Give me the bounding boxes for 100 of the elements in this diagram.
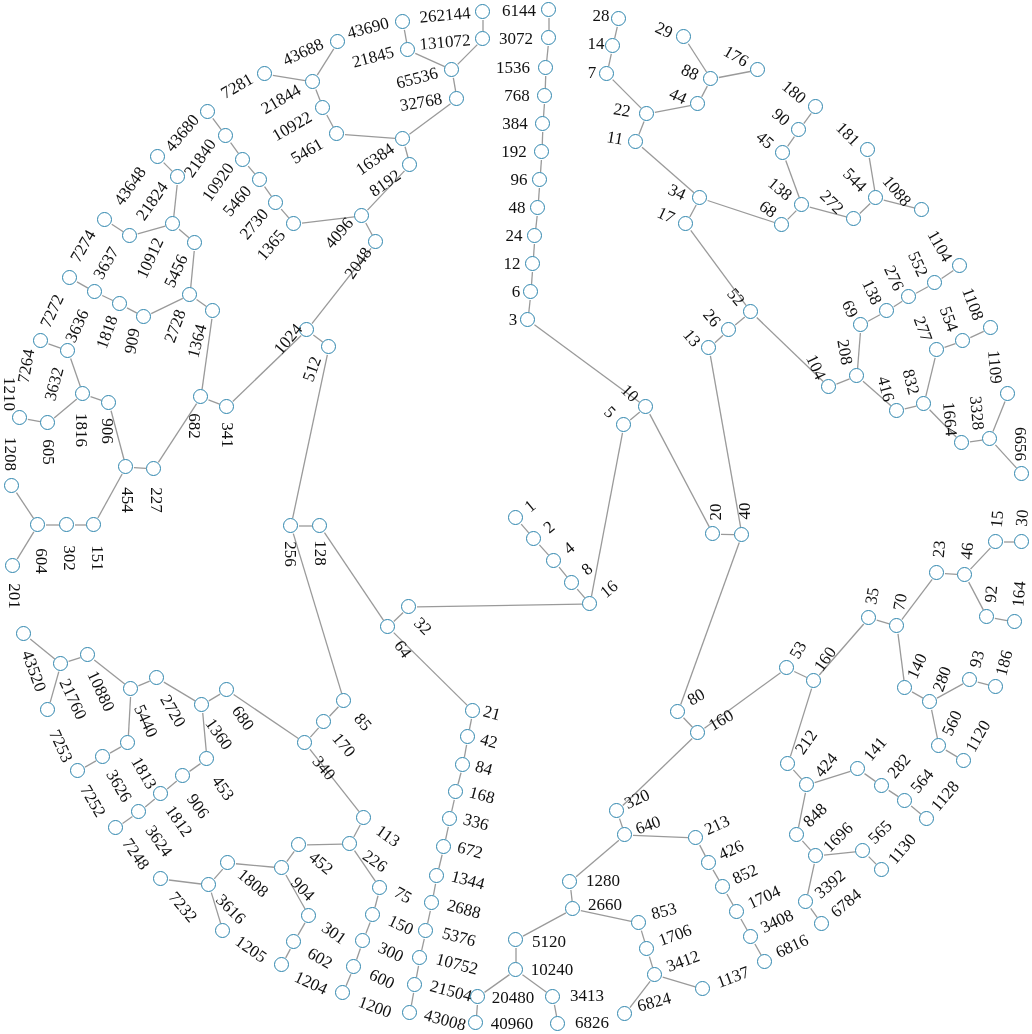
- connector-line: [756, 316, 824, 383]
- connector-line: [901, 578, 933, 621]
- number-label: 20480: [491, 988, 535, 1006]
- connector-line: [110, 410, 125, 460]
- number-label: 256: [281, 541, 299, 567]
- connector-line: [687, 43, 708, 73]
- number-label: 17: [654, 203, 678, 227]
- number-label: 2688: [445, 896, 483, 922]
- connector-line: [608, 53, 612, 67]
- connector-line: [915, 286, 929, 294]
- connector-line: [482, 19, 484, 32]
- connector-line: [699, 844, 706, 857]
- connector-line: [326, 114, 334, 128]
- connector-line: [463, 744, 468, 758]
- connector-line: [863, 772, 877, 783]
- connector-line: [292, 354, 328, 519]
- connector-line: [648, 956, 654, 968]
- connector-line: [374, 895, 379, 908]
- connector-line: [27, 418, 41, 423]
- connector-line: [706, 199, 776, 224]
- number-label: 768: [504, 86, 530, 104]
- number-label: 21: [481, 702, 503, 724]
- number-label: 5461: [288, 135, 326, 167]
- connector-line: [45, 524, 60, 526]
- connector-line: [457, 772, 462, 785]
- number-label: 181: [832, 118, 864, 150]
- connector-line: [298, 525, 313, 527]
- number-label: 11: [605, 128, 625, 148]
- connector-line: [355, 947, 362, 961]
- connector-line: [403, 29, 408, 43]
- number-label: 605: [39, 439, 57, 465]
- connector-line: [994, 444, 1018, 469]
- connector-line: [803, 112, 812, 125]
- connector-line: [126, 307, 138, 314]
- number-label: 3: [508, 310, 518, 328]
- connector-line: [718, 70, 751, 79]
- connector-line: [904, 405, 917, 410]
- connector-line: [539, 159, 543, 173]
- connector-line: [893, 300, 903, 308]
- connector-line: [53, 398, 78, 419]
- connector-line: [520, 523, 530, 534]
- number-label: 12: [503, 254, 521, 272]
- number-label: 186: [992, 648, 1016, 678]
- connector-line: [150, 297, 184, 315]
- connector-line: [614, 26, 618, 39]
- connector-line: [301, 216, 355, 224]
- connector-line: [29, 638, 56, 660]
- connector-line: [137, 680, 151, 687]
- number-label: 14: [587, 34, 605, 52]
- number-label: 2: [540, 517, 558, 537]
- connector-line: [544, 75, 547, 89]
- number-label: 176: [720, 42, 752, 70]
- number-label: 336: [461, 810, 491, 834]
- number-label: 682: [185, 413, 203, 439]
- number-label: 21845: [350, 43, 396, 71]
- connector-line: [272, 74, 306, 82]
- connector-line: [74, 524, 87, 526]
- connector-line: [144, 798, 156, 808]
- number-label: 10752: [434, 950, 480, 978]
- connector-line: [703, 672, 782, 729]
- number-label: 3413: [570, 986, 604, 1004]
- connector-line: [690, 229, 747, 307]
- number-label: 15: [987, 509, 1007, 529]
- connector-line: [793, 670, 808, 679]
- connector-line: [315, 88, 321, 102]
- number-label: 300: [375, 938, 407, 966]
- connector-line: [876, 619, 890, 625]
- number-label: 53: [786, 638, 810, 662]
- connector-line: [213, 868, 224, 880]
- connector-line: [451, 799, 455, 812]
- connector-line: [712, 869, 720, 881]
- connector-line: [809, 206, 847, 218]
- number-label: 96: [510, 170, 528, 188]
- connector-line: [101, 294, 114, 302]
- connector-line: [306, 843, 343, 846]
- number-label: 640: [633, 812, 663, 838]
- connector-line: [280, 208, 290, 219]
- connector-line: [297, 922, 306, 936]
- connector-line: [522, 912, 567, 937]
- number-label: 40960: [490, 1014, 534, 1032]
- connector-line: [787, 210, 797, 220]
- connector-line: [84, 760, 97, 768]
- number-label: 6656: [1011, 427, 1029, 461]
- connector-line: [814, 770, 851, 784]
- number-label: 80: [684, 685, 708, 709]
- connector-line: [16, 531, 35, 560]
- connector-line: [541, 131, 544, 145]
- number-label: 1137: [714, 963, 752, 991]
- connector-line: [292, 533, 343, 694]
- connector-line: [548, 17, 550, 31]
- number-label: 8: [578, 559, 596, 579]
- connector-line: [943, 342, 957, 349]
- connector-line: [992, 400, 1006, 433]
- number-label: 68: [756, 197, 780, 221]
- number-label: 7: [587, 63, 597, 81]
- number-label: 600: [366, 965, 398, 993]
- number-label: 2660: [588, 895, 622, 913]
- number-label: 341: [218, 422, 236, 448]
- connector-line: [263, 185, 273, 198]
- connector-line: [247, 165, 256, 175]
